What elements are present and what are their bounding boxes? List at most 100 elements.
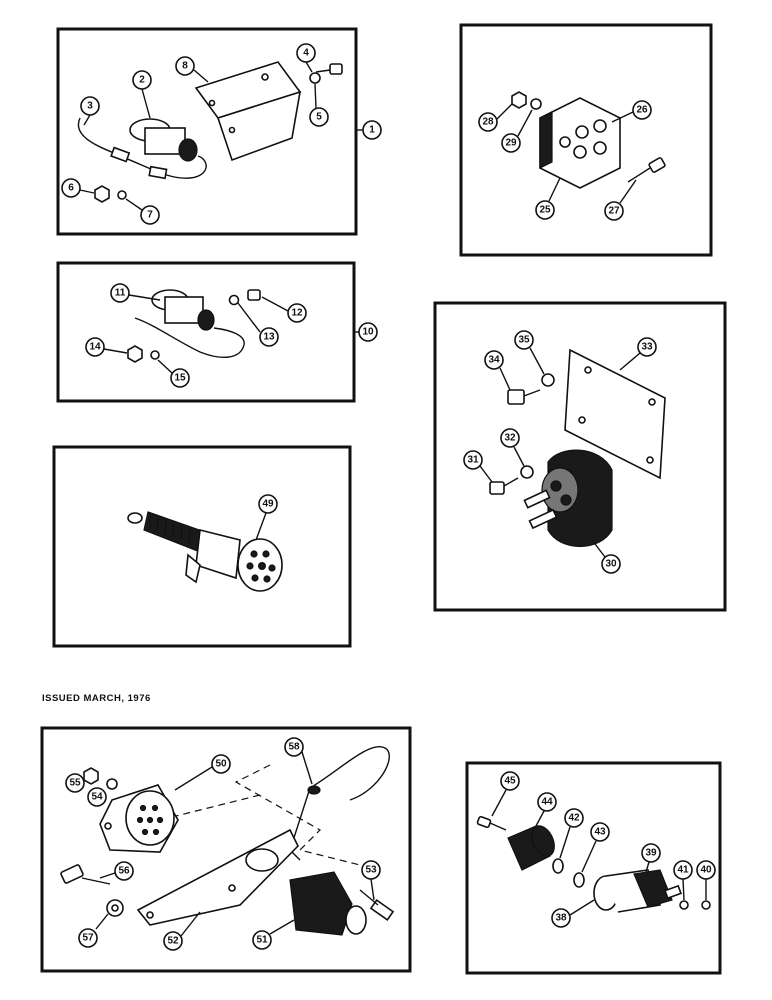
svg-text:2: 2: [139, 75, 145, 86]
bolt-31-washer-32: [489, 465, 534, 495]
callout-51: 51: [252, 930, 272, 950]
svg-text:26: 26: [636, 105, 648, 116]
svg-text:45: 45: [504, 776, 516, 787]
callout-43: 43: [590, 822, 610, 842]
panel-relay: 25 26 27 28 29: [459, 23, 713, 257]
callout-38: 38: [551, 908, 571, 928]
svg-text:28: 28: [482, 117, 494, 128]
callout-28: 28: [478, 112, 498, 132]
svg-text:51: 51: [256, 935, 268, 946]
svg-text:29: 29: [505, 138, 517, 149]
svg-text:40: 40: [700, 865, 712, 876]
callout-31: 31: [463, 450, 483, 470]
nut-55-washer-54: [83, 767, 118, 790]
svg-text:3: 3: [87, 101, 93, 112]
svg-text:50: 50: [215, 759, 227, 770]
svg-text:13: 13: [263, 332, 275, 343]
svg-text:4: 4: [303, 48, 309, 59]
callout-32: 32: [500, 428, 520, 448]
callout-52: 52: [163, 931, 183, 951]
callout-2: 2: [132, 70, 152, 90]
callout-3: 3: [80, 96, 100, 116]
nut-28-washer-29: [511, 91, 542, 110]
relay-block: [539, 97, 621, 189]
svg-text:42: 42: [568, 813, 580, 824]
callout-39: 39: [641, 843, 661, 863]
receptacle-socket: [99, 784, 179, 853]
seven-pin-plug: [127, 511, 283, 592]
svg-text:35: 35: [518, 335, 530, 346]
svg-text:10: 10: [362, 327, 374, 338]
svg-text:30: 30: [605, 559, 617, 570]
callout-40: 40: [696, 860, 716, 880]
svg-text:39: 39: [645, 848, 657, 859]
callout-45: 45: [500, 771, 520, 791]
nuts-40-41: [679, 900, 711, 910]
callout-27: 27: [604, 201, 624, 221]
callout-56: 56: [114, 861, 134, 881]
svg-text:5: 5: [316, 112, 322, 123]
svg-text:38: 38: [555, 913, 567, 924]
mounting-bracket: [194, 61, 302, 162]
callout-53: 53: [361, 860, 381, 880]
svg-text:43: 43: [594, 827, 606, 838]
callout-41: 41: [673, 860, 693, 880]
issued-note: ISSUED MARCH, 1976: [42, 693, 151, 704]
svg-text:49: 49: [262, 499, 274, 510]
callout-57: 57: [78, 928, 98, 948]
callout-15: 15: [170, 368, 190, 388]
solenoid-30: [523, 449, 613, 548]
panel-solenoid: 30 31 32 33 34 35: [433, 301, 727, 612]
washers-42-43: [552, 858, 585, 888]
svg-text:57: 57: [82, 933, 94, 944]
svg-text:34: 34: [488, 355, 500, 366]
svg-text:8: 8: [182, 61, 188, 72]
callout-26: 26: [632, 100, 652, 120]
screw-45: [476, 815, 507, 831]
svg-text:52: 52: [167, 936, 179, 947]
callout-33: 33: [637, 337, 657, 357]
svg-text:27: 27: [608, 206, 620, 217]
callout-5: 5: [309, 107, 329, 127]
panel-socket-kit: 1 2 3 4 5 6 7 8: [56, 27, 382, 236]
callout-29: 29: [501, 133, 521, 153]
panel-socket-bracket: 50 51 52 53 54 55 56 57 58: [40, 726, 412, 973]
callout-35: 35: [514, 330, 534, 350]
screw-and-washer-2: [228, 289, 261, 306]
callout-44: 44: [537, 792, 557, 812]
panel-socket-kit-2: 10 11 12 13 14 15: [56, 261, 378, 403]
bolt-34-washer-35: [507, 373, 555, 405]
callout-34: 34: [484, 350, 504, 370]
screw-and-washer: [309, 63, 343, 84]
bolt-53: [359, 889, 395, 921]
callout-54: 54: [87, 787, 107, 807]
svg-text:58: 58: [288, 742, 300, 753]
callout-50: 50: [211, 754, 231, 774]
callout-6: 6: [61, 178, 81, 198]
panel-switch: 38 39 40 41 42 43 44 45: [465, 761, 722, 975]
callout-11: 11: [110, 283, 130, 303]
callout-55: 55: [65, 773, 85, 793]
knob-44: [507, 825, 555, 871]
callout-49: 49: [258, 494, 278, 514]
mounting-plate-33: [564, 348, 666, 480]
svg-text:31: 31: [467, 455, 479, 466]
callout-14: 14: [85, 337, 105, 357]
svg-text:11: 11: [115, 288, 126, 299]
callout-30: 30: [601, 554, 621, 574]
bolt-56: [60, 864, 111, 885]
svg-text:54: 54: [91, 792, 103, 803]
svg-text:14: 14: [89, 342, 101, 353]
lock-washer-57: [106, 899, 124, 917]
svg-text:15: 15: [174, 373, 186, 384]
nut-and-washer: [94, 185, 127, 203]
callout-58: 58: [284, 737, 304, 757]
svg-text:56: 56: [118, 866, 130, 877]
svg-text:6: 6: [68, 183, 74, 194]
callout-4: 4: [296, 43, 316, 63]
svg-text:25: 25: [539, 205, 551, 216]
svg-text:33: 33: [641, 342, 653, 353]
socket-assembly: [77, 117, 207, 180]
callout-13: 13: [259, 327, 279, 347]
